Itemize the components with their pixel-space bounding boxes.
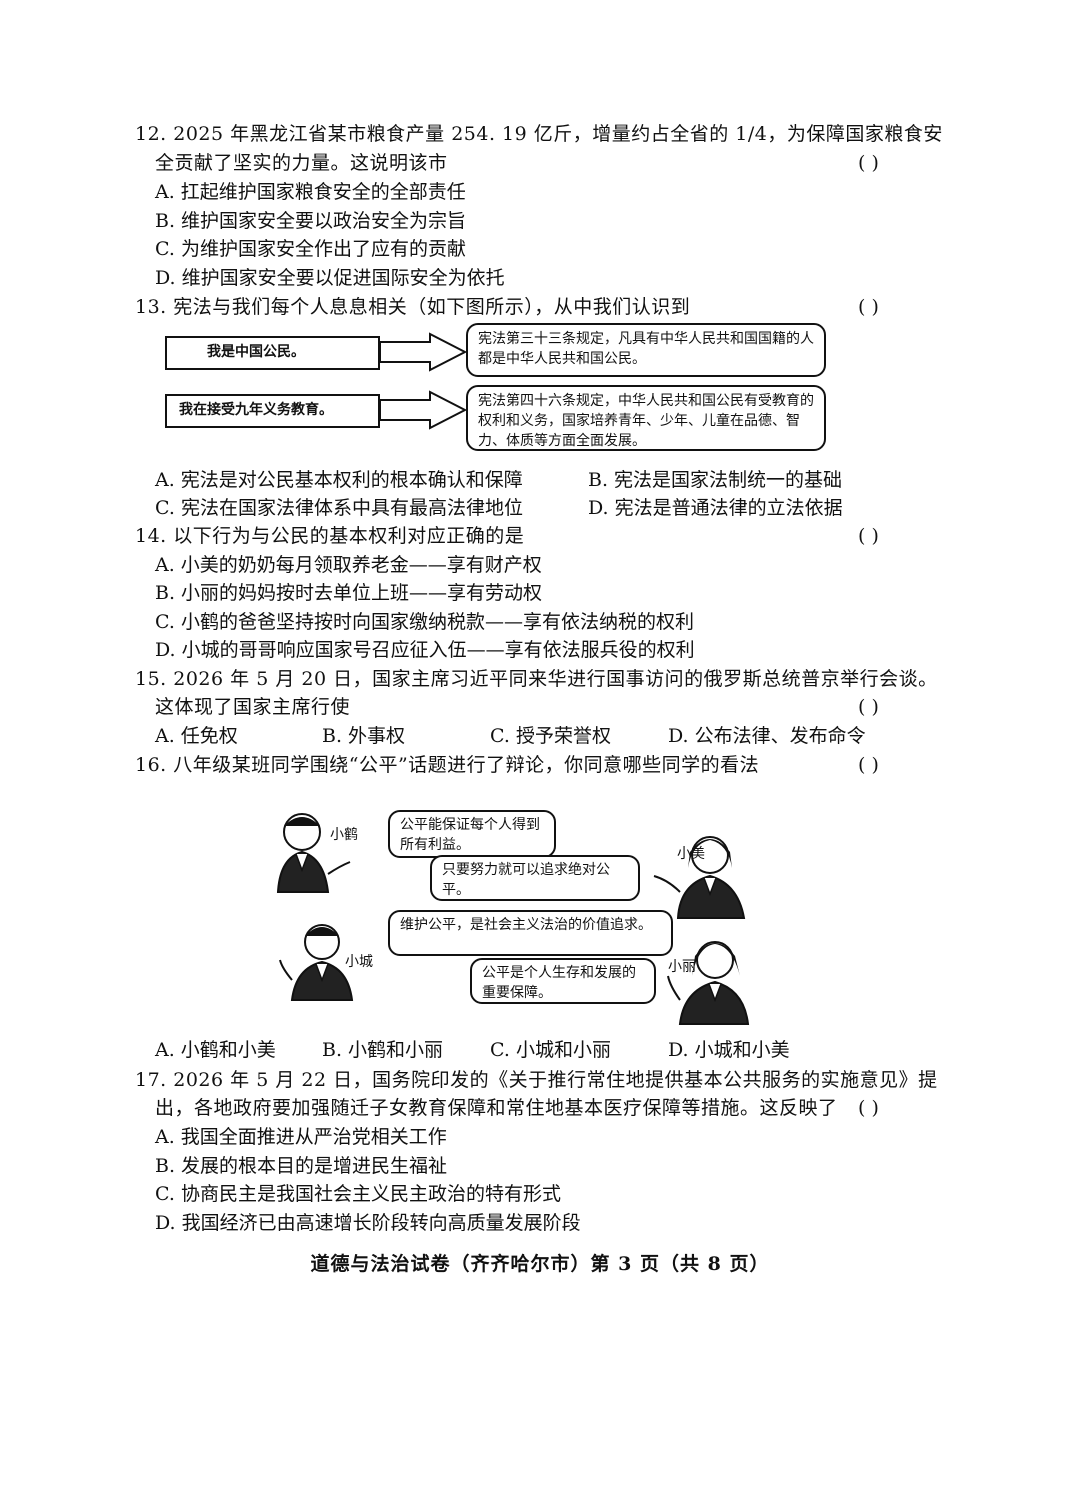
- q12-stem-line2: 全贡献了坚实的力量。这说明该市: [155, 152, 448, 174]
- q12-option-d[interactable]: D. 维护国家安全要以促进国际安全为依托: [155, 267, 505, 289]
- q13-diagram-left-box-2: 我在接受九年义务教育。: [165, 394, 380, 428]
- q16-illustration-figures: [276, 813, 750, 1025]
- q13-option-b[interactable]: B. 宪法是国家法制统一的基础: [588, 469, 843, 491]
- speech-bubble-xiaocheng: 维护公平，是社会主义法治的价值追求。: [388, 910, 673, 956]
- q13-diagram-right-box-2: 宪法第四十六条规定，中华人民共和国公民有受教育的权利和义务，国家培养青年、少年、…: [466, 385, 826, 451]
- q13-diagram-right-box-1: 宪法第三十三条规定，凡具有中华人民共和国国籍的人都是中华人民共和国公民。: [466, 323, 826, 377]
- q15-stem-line2: 这体现了国家主席行使: [155, 696, 351, 718]
- q15-stem-line1: 15. 2026 年 5 月 20 日，国家主席习近平同来华进行国事访问的俄罗斯…: [135, 668, 938, 690]
- q12-answer-blank[interactable]: ( ): [858, 152, 879, 174]
- q15-option-b[interactable]: B. 外事权: [322, 725, 406, 747]
- q17-option-d[interactable]: D. 我国经济已由高速增长阶段转向高质量发展阶段: [155, 1212, 581, 1234]
- q15-option-c[interactable]: C. 授予荣誉权: [490, 725, 611, 747]
- speech-bubble-xiaohe: 公平能保证每个人得到所有利益。: [388, 810, 556, 858]
- student-xiaohe-figure: [276, 813, 351, 893]
- q15-answer-blank[interactable]: ( ): [858, 696, 879, 718]
- q17-option-a[interactable]: A. 我国全面推进从严治党相关工作: [155, 1126, 447, 1148]
- student-xiaoli-figure: [667, 941, 750, 1025]
- q12-stem-line1: 12. 2025 年黑龙江省某市粮食产量 254. 19 亿斤，增量约占全省的 …: [135, 123, 943, 145]
- student-name-xiaomei: 小美: [677, 846, 705, 862]
- student-xiaomei-figure: [653, 836, 746, 919]
- q13-diagram-arrows: [380, 332, 468, 430]
- q15-option-a[interactable]: A. 任免权: [155, 725, 238, 747]
- q17-option-b[interactable]: B. 发展的根本目的是增进民生福祉: [155, 1155, 448, 1177]
- q14-option-a[interactable]: A. 小美的奶奶每月领取养老金——享有财产权: [155, 554, 542, 576]
- student-xiaocheng-figure: [279, 924, 354, 1001]
- q14-stem-line1: 14. 以下行为与公民的基本权利对应正确的是: [135, 525, 525, 547]
- q17-stem-line2: 出，各地政府要加强随迁子女教育保障和常住地基本医疗保障等措施。这反映了: [155, 1097, 838, 1119]
- q13-option-a[interactable]: A. 宪法是对公民基本权利的根本确认和保障: [155, 469, 523, 491]
- speech-bubble-xiaoli: 公平是个人生存和发展的重要保障。: [470, 958, 656, 1004]
- page-footer: 道德与法治试卷（齐齐哈尔市）第 3 页（共 8 页）: [310, 1253, 770, 1275]
- speech-bubble-xiaomei: 只要努力就可以追求绝对公平。: [430, 855, 640, 901]
- q16-stem-line1: 16. 八年级某班同学围绕“公平”话题进行了辩论，你同意哪些同学的看法: [135, 754, 760, 776]
- q16-answer-blank[interactable]: ( ): [858, 754, 879, 776]
- q12-option-a[interactable]: A. 扛起维护国家粮食安全的全部责任: [155, 181, 466, 203]
- q17-answer-blank[interactable]: ( ): [858, 1097, 879, 1119]
- q14-answer-blank[interactable]: ( ): [858, 525, 879, 547]
- q16-option-a[interactable]: A. 小鹤和小美: [155, 1039, 276, 1061]
- student-name-xiaocheng: 小城: [345, 954, 373, 970]
- q16-option-c[interactable]: C. 小城和小丽: [490, 1039, 611, 1061]
- q16-option-b[interactable]: B. 小鹤和小丽: [322, 1039, 444, 1061]
- q13-option-d[interactable]: D. 宪法是普通法律的立法依据: [588, 497, 843, 519]
- q16-option-d[interactable]: D. 小城和小美: [668, 1039, 790, 1061]
- student-name-xiaohe: 小鹤: [330, 827, 358, 843]
- q17-stem-line1: 17. 2026 年 5 月 22 日，国务院印发的《关于推行常住地提供基本公共…: [135, 1069, 938, 1091]
- q15-option-d[interactable]: D. 公布法律、发布命令: [668, 725, 866, 747]
- q12-option-c[interactable]: C. 为维护国家安全作出了应有的贡献: [155, 238, 466, 260]
- student-name-xiaoli: 小丽: [668, 959, 696, 975]
- q14-option-d[interactable]: D. 小城的哥哥响应国家号召应征入伍——享有依法服兵役的权利: [155, 639, 695, 661]
- q13-option-c[interactable]: C. 宪法在国家法律体系中具有最高法律地位: [155, 497, 523, 519]
- q13-answer-blank[interactable]: ( ): [858, 296, 879, 318]
- q13-stem-line1: 13. 宪法与我们每个人息息相关（如下图所示），从中我们认识到: [135, 296, 691, 318]
- q14-option-c[interactable]: C. 小鹤的爸爸坚持按时向国家缴纳税款——享有依法纳税的权利: [155, 611, 694, 633]
- q14-option-b[interactable]: B. 小丽的妈妈按时去单位上班——享有劳动权: [155, 582, 543, 604]
- q13-diagram-left-box-1: 我是中国公民。: [165, 336, 380, 370]
- q12-option-b[interactable]: B. 维护国家安全要以政治安全为宗旨: [155, 210, 467, 232]
- q17-option-c[interactable]: C. 协商民主是我国社会主义民主政治的特有形式: [155, 1183, 561, 1205]
